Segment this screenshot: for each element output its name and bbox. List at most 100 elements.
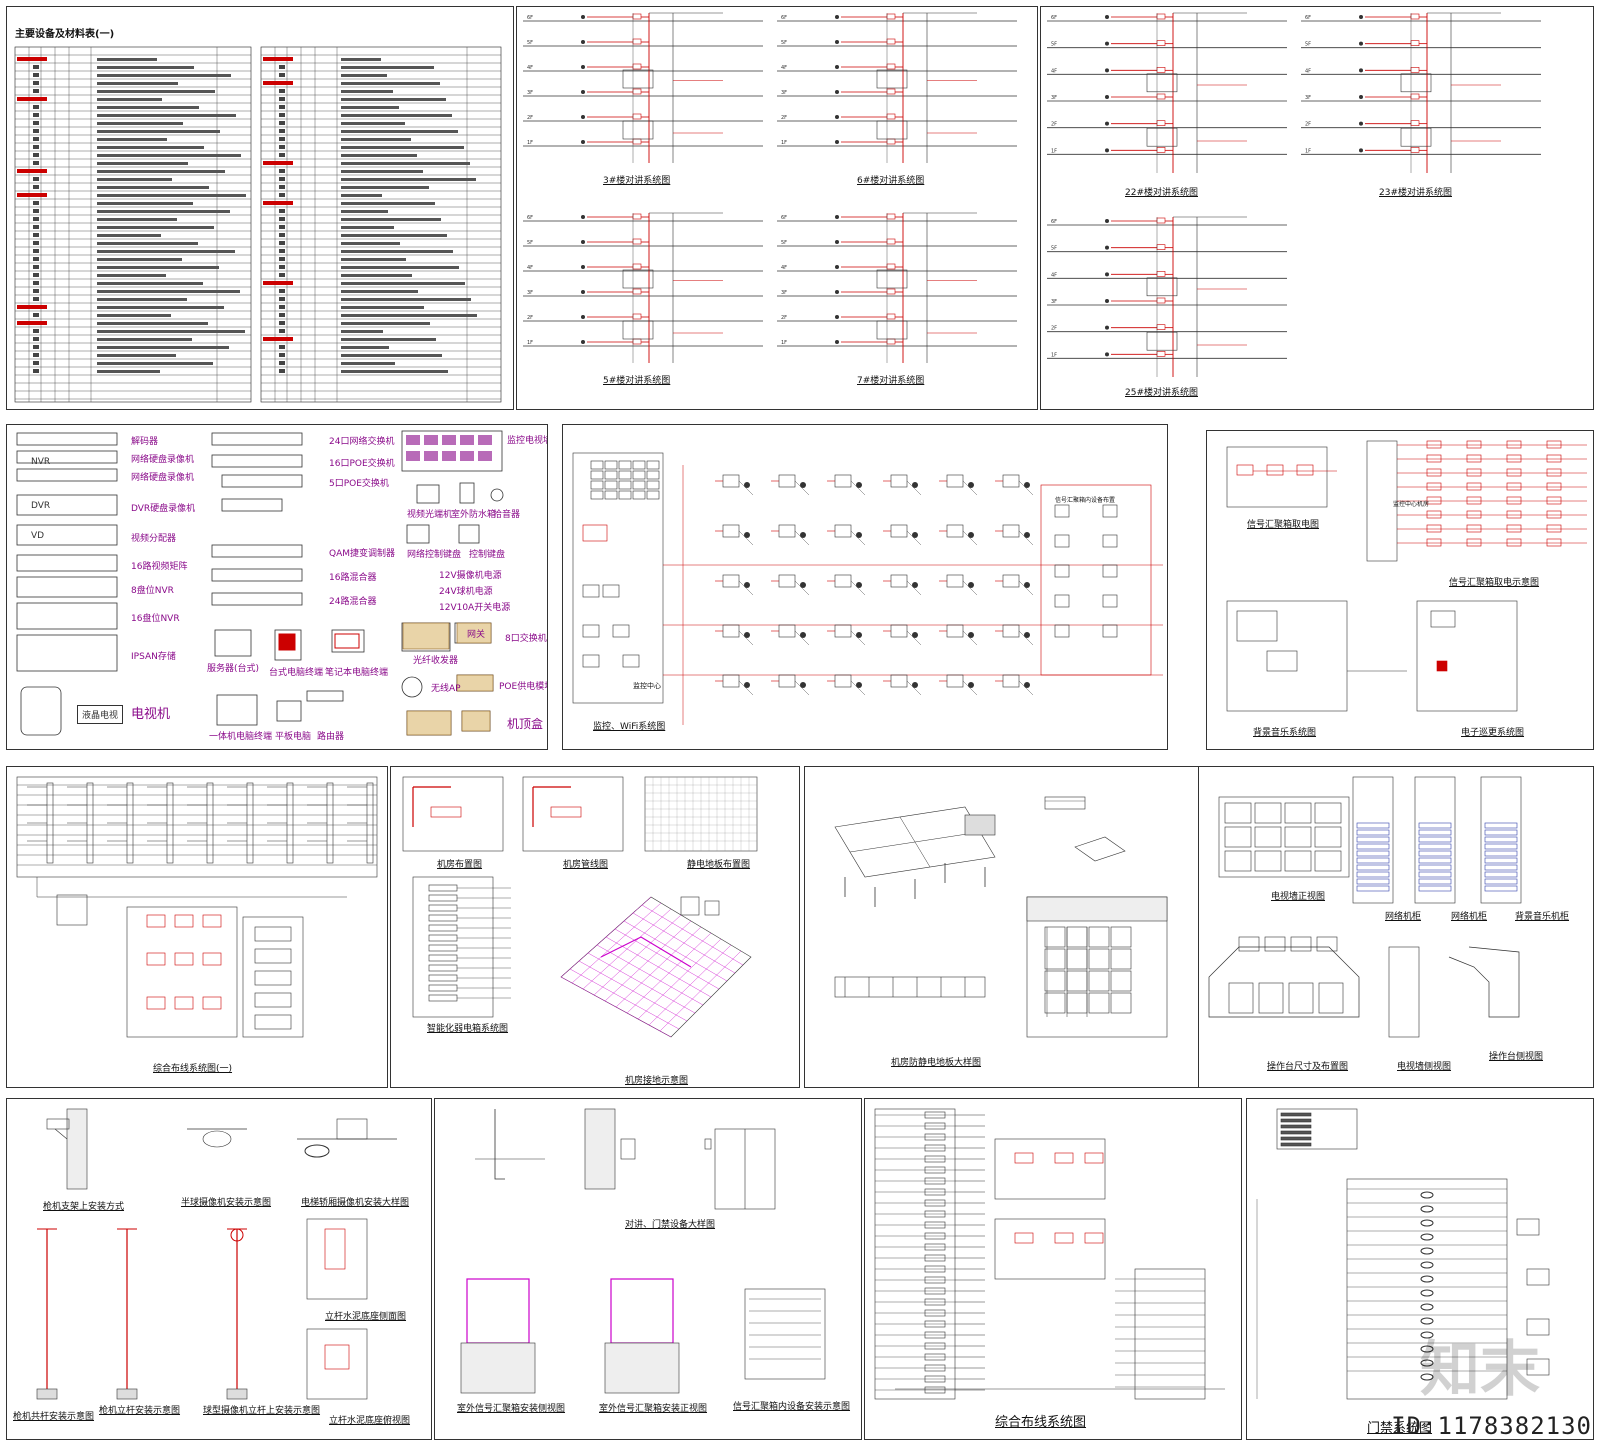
svg-text:5F: 5F [527,40,533,46]
svg-text:1F: 1F [1051,148,1057,154]
legend-network-keyboard: 网络控制键盘 [407,550,462,560]
signal-panel: 监控中心机房 信号汇聚箱取电图 信号汇聚箱取电示意图 背景音乐系统图 电子巡更系… [1206,430,1594,750]
svg-text:4F: 4F [1051,68,1057,74]
cabinet-caption-tvside: 电视墙侧视图 [1397,1062,1452,1072]
install-diagrams [460,1108,826,1394]
legend-nvr-2: 网络硬盘录像机 [131,473,195,483]
monitor-caption: 监控、WiFi系统图 [593,722,666,732]
legend-dvr-mark: DVR [31,501,51,511]
legend-tablet: 平板电脑 [275,732,312,742]
svg-text:1F: 1F [1305,148,1311,154]
camera-caption-elevator: 电梯轿厢摄像机安装大样图 [301,1198,410,1208]
signal-caption-patrol: 电子巡更系统图 [1461,728,1525,738]
legend-stb: 机顶盒 [507,717,544,731]
room-diagrams [402,776,758,1038]
legend-keyboard: 控制键盘 [469,550,506,560]
legend-decoder: 解码器 [131,437,159,447]
room-caption-box: 智能化弱电箱系统图 [427,1024,509,1034]
svg-text:6F: 6F [527,215,533,221]
camera-caption-shared-pole: 枪机共杆安装示意图 [13,1412,95,1422]
svg-text:4F: 4F [1051,272,1057,278]
camera-diagrams [36,1108,397,1400]
monitor-box-title: 信号汇聚箱内设备布置 [1055,497,1116,504]
signal-caption-music: 背景音乐系统图 [1253,728,1317,738]
svg-text:2F: 2F [527,115,533,121]
legend-desktop: 台式电脑终端 [269,668,324,678]
svg-text:5F: 5F [527,240,533,246]
legend-16bay-nvr: 16盘位NVR [131,614,180,624]
legend-12v-power: 12V摄像机电源 [439,571,502,581]
svg-text:3F: 3F [527,290,533,296]
floor-panel: 机房防静电地板大样图 [804,766,1202,1088]
signal-center: 监控中心机房 [1393,501,1430,508]
svg-text:2F: 2F [527,315,533,321]
legend-optical: 视频光端机 [407,510,453,520]
svg-text:3F: 3F [781,90,787,96]
svg-text:5F: 5F [781,240,787,246]
install-panel: 对讲、门禁设备大样图 室外信号汇聚箱安装侧视图 室外信号汇聚箱安装正视图 信号汇… [434,1098,862,1440]
svg-text:5F: 5F [781,40,787,46]
signal-caption-power-sketch: 信号汇聚箱取电示意图 [1449,578,1540,588]
signal-caption-power: 信号汇聚箱取电图 [1247,520,1320,530]
legend-5-poe: 5口POE交换机 [329,479,389,489]
cabinet-caption-desk: 操作台尺寸及布置图 [1267,1062,1349,1072]
svg-text:3F: 3F [781,290,787,296]
svg-text:4F: 4F [1305,68,1311,74]
legend-12v10a-power: 12V10A开关电源 [439,603,511,613]
svg-text:6F: 6F [1305,15,1311,21]
legend-gateway: 网关 [467,630,486,640]
legend-video-matrix: 16路视频矩阵 [131,562,188,572]
legend-ap: 无线AP [431,684,461,694]
install-caption-box-inner: 信号汇聚箱内设备安装示意图 [733,1402,851,1412]
camera-panel: 枪机支架上安装方式 半球摄像机安装示意图 电梯轿厢摄像机安装大样图 枪机共杆安装… [6,1098,432,1440]
legend-ipsan: IPSAN存储 [131,652,176,662]
intercom-caption-5: 5#楼对讲系统图 [603,376,671,386]
cabinet-caption-rack2: 网络机柜 [1451,912,1488,922]
cabinet-caption-rack1: 网络机柜 [1385,912,1422,922]
legend-tv-wall: 监控电视墙 [507,436,548,446]
svg-text:2F: 2F [781,315,787,321]
camera-caption-dome: 半球摄像机安装示意图 [181,1198,272,1208]
install-caption-intercom: 对讲、门禁设备大样图 [625,1220,716,1230]
brand-logo: 知末 [1420,1335,1540,1405]
cabling1-caption: 综合布线系统图(一) [153,1064,233,1074]
svg-text:3F: 3F [527,90,533,96]
cabinet-diagrams [1208,776,1522,1038]
image-id: ID:1178382130 [1391,1412,1592,1440]
monitor-diagram [572,452,1163,725]
svg-text:1F: 1F [781,140,787,146]
legend-nvr-1: 网络硬盘录像机 [131,455,195,465]
legend-video-distributor: 视频分配器 [131,534,177,544]
monitor-center: 监控中心 [633,682,661,690]
svg-text:3F: 3F [1051,95,1057,101]
svg-text:2F: 2F [1051,326,1057,332]
legend-8bay-nvr: 8盘位NVR [131,586,174,596]
legend-aio: 一体机电脑终端 [209,732,273,742]
camera-caption-pole: 枪机立杆安装示意图 [99,1406,181,1416]
camera-caption-bracket: 枪机支架上安装方式 [43,1202,125,1212]
svg-text:1F: 1F [781,340,787,346]
svg-text:1F: 1F [1051,352,1057,358]
svg-text:2F: 2F [781,115,787,121]
materials-table-grid [14,46,502,403]
cabinet-caption-deskside: 操作台侧视图 [1489,1052,1544,1062]
intercom-caption-22: 22#楼对讲系统图 [1125,188,1198,198]
svg-text:3F: 3F [1305,95,1311,101]
intercom-caption-23: 23#楼对讲系统图 [1379,188,1452,198]
camera-caption-base-side: 立杆水泥底座侧面图 [325,1312,407,1322]
cabling1-diagram [16,776,378,1038]
svg-text:1F: 1F [527,340,533,346]
cabinet-caption-music: 背景音乐机柜 [1515,912,1570,922]
legend-server: 服务器(台式) [207,664,260,674]
svg-text:6F: 6F [781,15,787,21]
intercom-caption-3: 3#楼对讲系统图 [603,176,671,186]
room-panel: 机房布置图 机房管线图 静电地板布置图 智能化弱电箱系统图 机房接地示意图 [390,766,800,1088]
legend-fiber: 光纤收发器 [413,656,459,666]
access-diagram [1256,1108,1550,1400]
legend-outdoor-box: 室外防水箱 [451,510,497,520]
intercom-caption-25: 25#楼对讲系统图 [1125,388,1198,398]
svg-text:5F: 5F [1051,246,1057,252]
svg-text:6F: 6F [1051,219,1057,225]
materials-title: 主要设备及材料表(一) [15,29,115,40]
